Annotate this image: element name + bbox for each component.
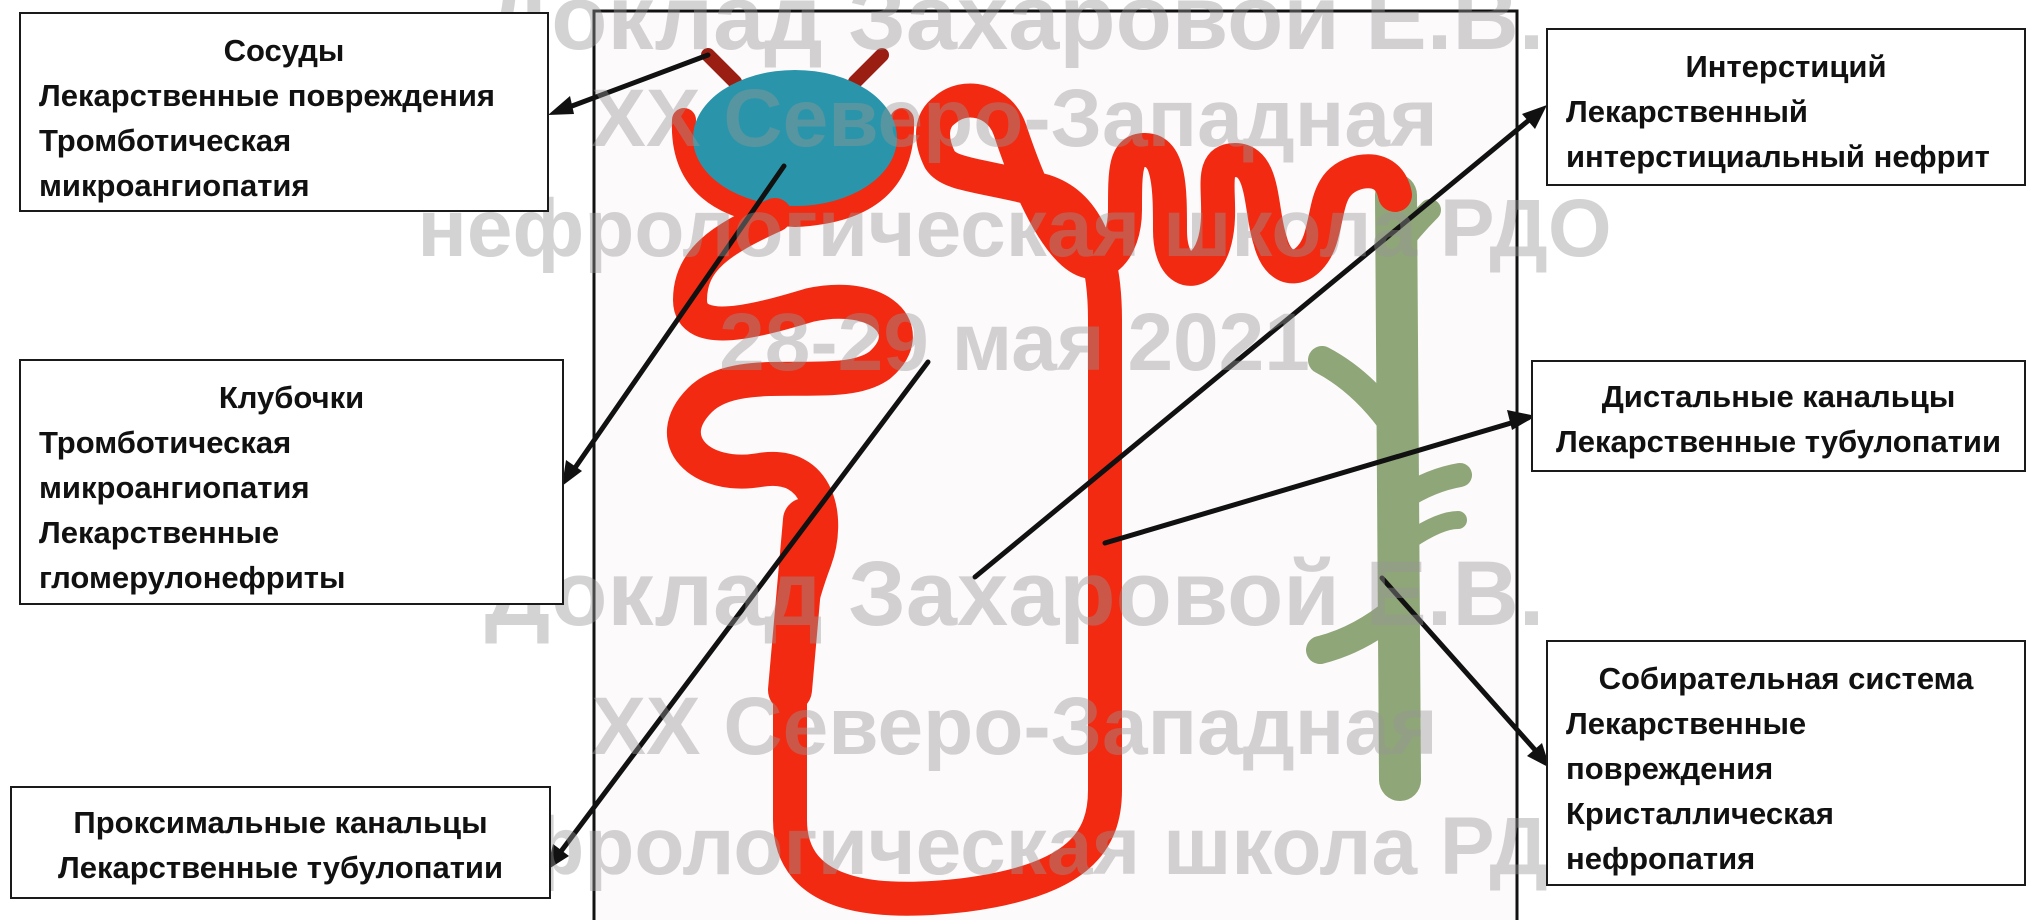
label-glomeruli-line: Лекарственные [39,510,544,555]
label-glomeruli: Клубочки Тромботическая микроангиопатия … [19,359,564,605]
label-collecting-line: нефропатия [1566,836,2006,881]
label-collecting-line: Лекарственные [1566,701,2006,746]
label-interstitium-line: Лекарственный [1566,89,2006,134]
label-collecting-title: Собирательная система [1566,656,2006,701]
label-distal-title: Дистальные канальцы [1541,374,2016,419]
label-distal-line: Лекарственные тубулопатии [1541,419,2016,464]
label-interstitium: Интерстиций Лекарственный интерстициальн… [1546,28,2026,186]
label-proximal-title: Проксимальные канальцы [22,800,539,845]
label-collecting-line: Кристаллическая [1566,791,2006,836]
label-collecting: Собирательная система Лекарственные повр… [1546,640,2026,886]
label-glomeruli-line: гломерулонефриты [39,555,544,600]
label-interstitium-title: Интерстиций [1566,44,2006,89]
label-distal: Дистальные канальцы Лекарственные тубуло… [1531,360,2026,472]
label-collecting-line: повреждения [1566,746,2006,791]
label-proximal-line: Лекарственные тубулопатии [22,845,539,890]
label-vessels-line: Тромботическая [39,118,529,163]
label-vessels-title: Сосуды [39,28,529,73]
label-vessels: Сосуды Лекарственные повреждения Тромбот… [19,12,549,212]
label-glomeruli-line: Тромботическая [39,420,544,465]
label-interstitium-line: интерстициальный нефрит [1566,134,2006,179]
label-glomeruli-line: микроангиопатия [39,465,544,510]
label-glomeruli-title: Клубочки [39,375,544,420]
label-vessels-line: Лекарственные повреждения [39,73,529,118]
label-proximal: Проксимальные канальцы Лекарственные туб… [10,786,551,899]
label-vessels-line: микроангиопатия [39,163,529,208]
